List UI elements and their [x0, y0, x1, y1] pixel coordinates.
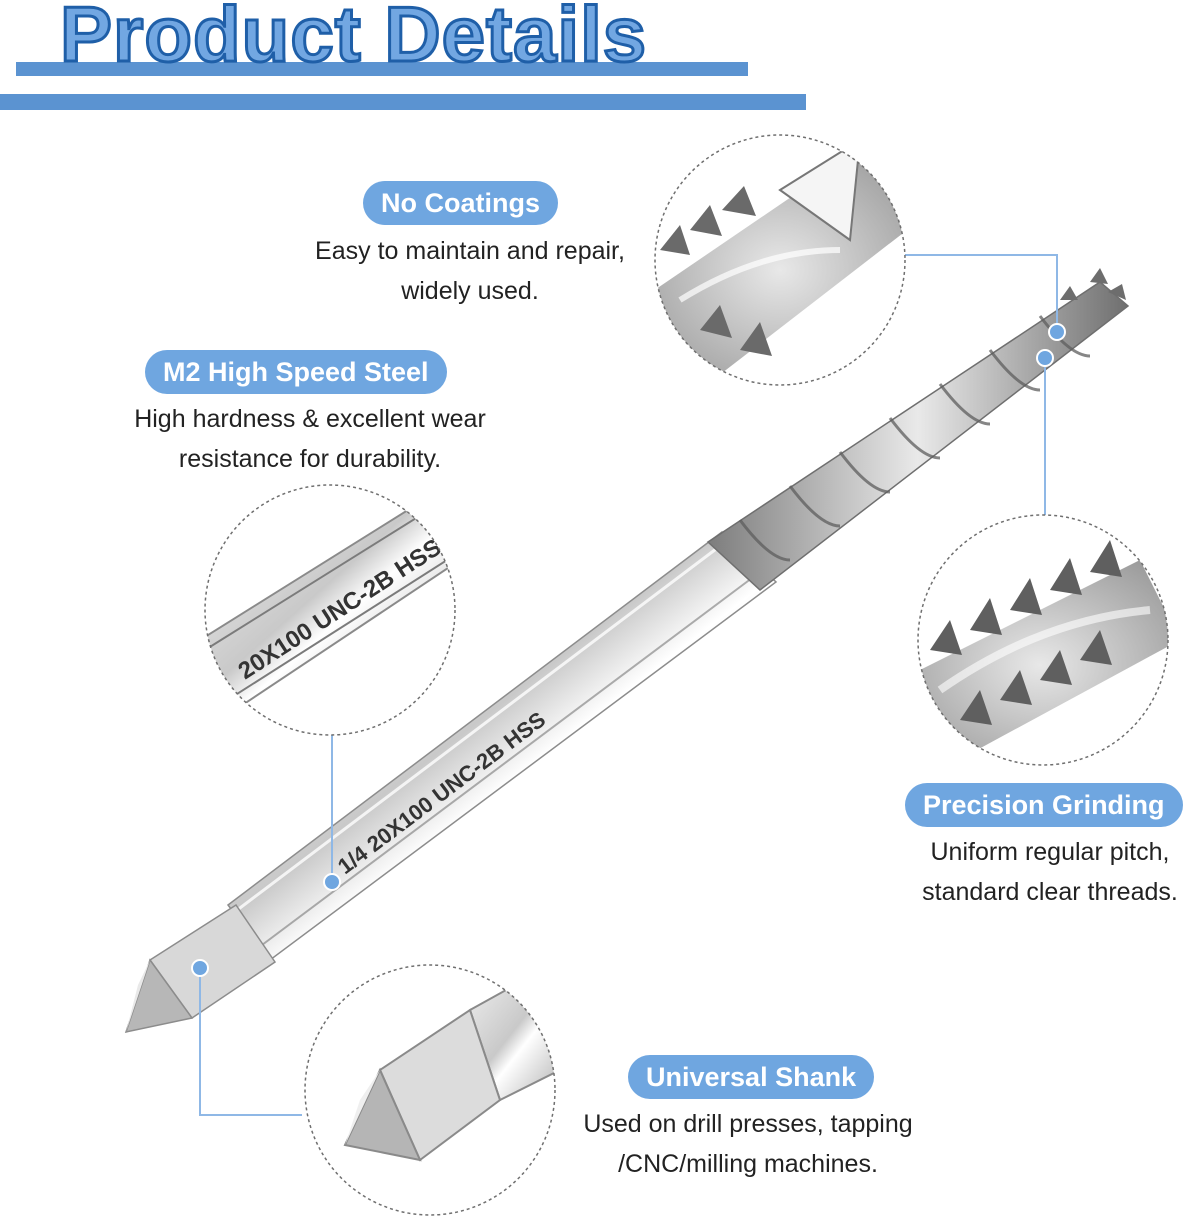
- desc-line: standard clear threads.: [922, 878, 1178, 906]
- feature-badge-no-coatings: No Coatings: [363, 181, 558, 225]
- desc-line: High hardness & excellent wear: [134, 405, 486, 433]
- title-underline-bar-lower: [0, 94, 806, 110]
- page-title: Product Details: [58, 0, 648, 78]
- zoom-circle-shank-end: [304, 964, 556, 1216]
- zoom-circle-engraving: 20X100 UNC-2B HSS: [204, 484, 456, 736]
- zoom-circle-cutting-tip: [654, 134, 906, 386]
- connector-dots: [191, 323, 1066, 977]
- feature-desc-precision-grinding: Uniform regular pitch, standard clear th…: [900, 832, 1200, 912]
- feature-desc-universal-shank: Used on drill presses, tapping /CNC/mill…: [548, 1104, 948, 1184]
- desc-line: Uniform regular pitch,: [930, 838, 1170, 866]
- feature-desc-no-coatings: Easy to maintain and repair, widely used…: [270, 231, 670, 311]
- desc-line: resistance for durability.: [178, 445, 442, 473]
- desc-line: Used on drill presses, tapping: [583, 1110, 913, 1138]
- feature-desc-hss: High hardness & excellent wear resistanc…: [90, 399, 530, 479]
- desc-line: Easy to maintain and repair,: [315, 237, 625, 265]
- feature-badge-universal-shank: Universal Shank: [628, 1055, 875, 1099]
- title-underline-bar: [16, 62, 748, 76]
- zoom-circle-threads: [917, 514, 1169, 766]
- desc-line: widely used.: [401, 277, 539, 305]
- desc-line: /CNC/milling machines.: [618, 1150, 878, 1178]
- connectors: [199, 254, 1058, 1116]
- feature-badge-precision-grinding: Precision Grinding: [905, 783, 1183, 827]
- feature-badge-hss: M2 High Speed Steel: [145, 350, 447, 394]
- shank-engraving: 1/4 20X100 UNC-2B HSS: [333, 707, 550, 879]
